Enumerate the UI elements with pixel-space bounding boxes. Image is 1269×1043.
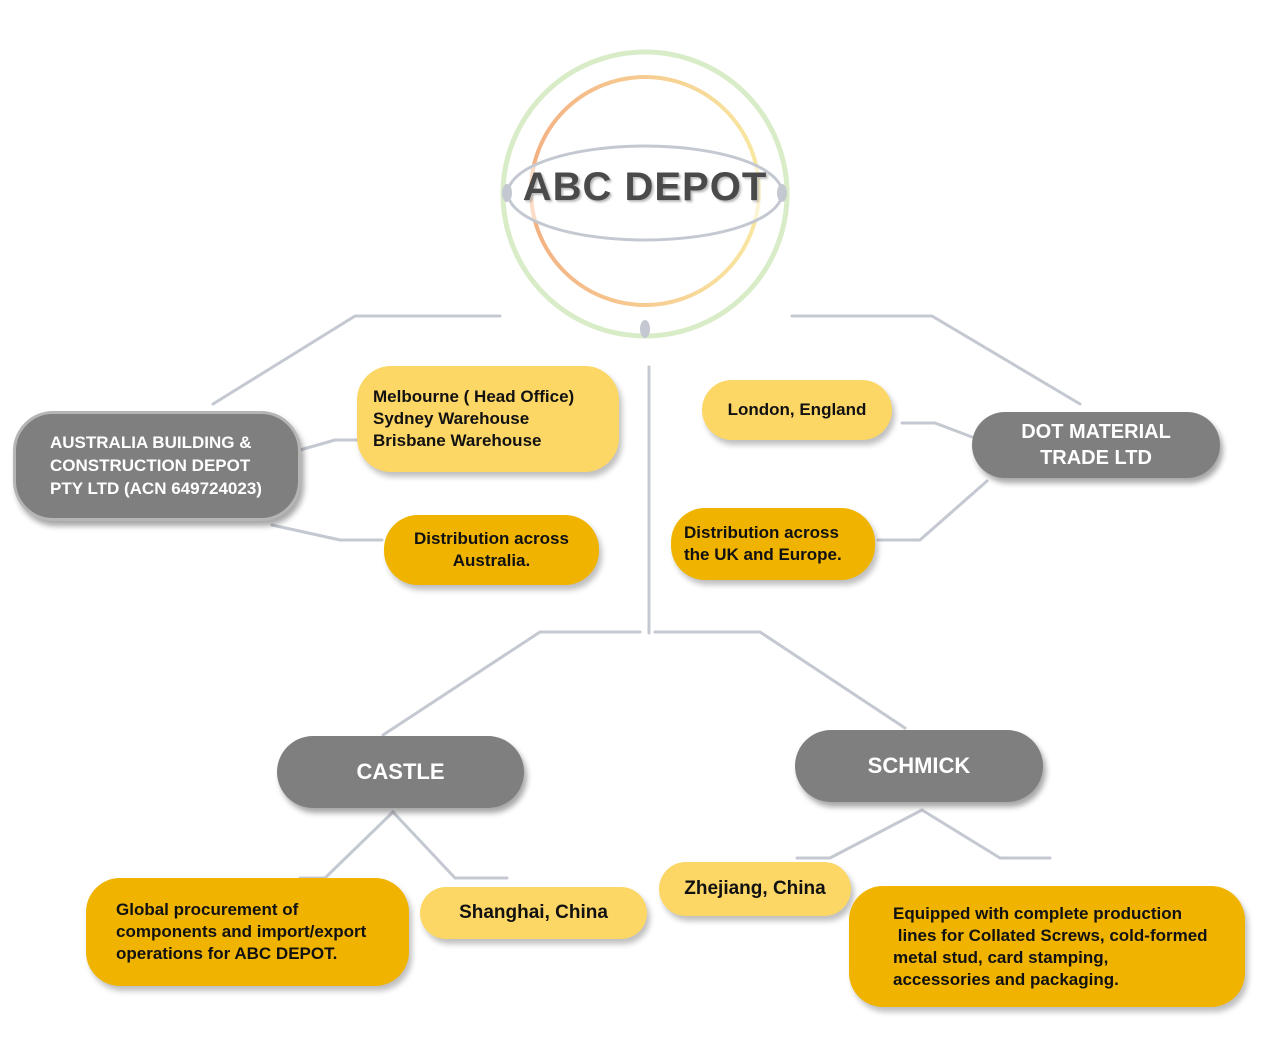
connector-center-to-dot — [790, 314, 1082, 406]
company-dot-line-2: TRADE LTD — [1040, 446, 1152, 469]
ring-node-bottom — [640, 320, 650, 338]
ring-node-right — [777, 184, 787, 202]
castle-role-line-3: operations for ABC DEPOT. — [116, 944, 338, 963]
company-dot-line-1: DOT MATERIAL — [1021, 420, 1171, 443]
australia-distribution-box: Distribution across Australia. — [384, 515, 599, 585]
dot-distribution-box: Distribution across the UK and Europe. — [671, 508, 875, 580]
company-australia-line-1: AUSTRALIA BUILDING & — [50, 433, 252, 452]
castle-role-line-1: Global procurement of — [116, 900, 299, 919]
australia-location-brisbane: Brisbane Warehouse — [373, 431, 542, 450]
australia-location-sydney: Sydney Warehouse — [373, 409, 530, 428]
ring-node-left — [502, 184, 512, 202]
company-australia-line-2: CONSTRUCTION DEPOT — [50, 456, 251, 475]
dot-location-text: London, England — [727, 400, 867, 419]
connector-australia-to-locations — [298, 438, 362, 452]
australia-locations-box: Melbourne ( Head Office) Sydney Warehous… — [357, 366, 619, 472]
schmick-capability-line-4: accessories and packaging. — [893, 969, 1119, 989]
dot-location-box: London, England — [702, 380, 892, 440]
connector-trunk-to-schmick — [653, 630, 907, 730]
castle-role-line-2: components and import/export — [116, 922, 367, 941]
company-castle: CASTLE — [277, 736, 524, 808]
australia-location-melbourne: Melbourne ( Head Office) — [373, 387, 575, 406]
castle-role-box: Global procurement of components and imp… — [86, 878, 409, 986]
schmick-capability-line-1: Equipped with complete production — [893, 903, 1182, 923]
connector-castle-to-shanghai — [391, 810, 509, 880]
dot-distribution-line-1: Distribution across — [684, 523, 839, 542]
company-australia-building: AUSTRALIA BUILDING & CONSTRUCTION DEPOT … — [13, 411, 301, 521]
connector-australia-to-distribution — [270, 523, 384, 542]
company-castle-name: CASTLE — [356, 759, 445, 784]
connector-dot-to-london — [900, 421, 974, 439]
australia-distribution-line-2: Australia. — [452, 551, 531, 570]
connector-trunk-to-castle — [381, 630, 642, 737]
connector-dot-to-distribution — [876, 479, 989, 542]
schmick-location-text: Zhejiang, China — [684, 878, 826, 899]
connector-schmick-to-zhejiang — [795, 808, 924, 860]
company-schmick: SCHMICK — [795, 730, 1043, 802]
connector-castle-to-role — [298, 810, 395, 880]
connector-center-to-australia — [211, 314, 502, 406]
company-schmick-name: SCHMICK — [867, 753, 971, 778]
castle-location-box: Shanghai, China — [420, 887, 647, 939]
company-dot-material: DOT MATERIAL TRADE LTD — [972, 412, 1220, 478]
central-title: ABC DEPOT — [522, 165, 768, 209]
company-australia-line-3: PTY LTD (ACN 649724023) — [50, 479, 262, 498]
castle-location-text: Shanghai, China — [459, 902, 608, 923]
connector-schmick-to-capabilities — [920, 808, 1052, 860]
dot-distribution-line-2: the UK and Europe. — [684, 545, 842, 564]
schmick-capability-line-2: lines for Collated Screws, cold-formed — [893, 925, 1208, 945]
schmick-location-box: Zhejiang, China — [659, 862, 851, 916]
australia-distribution-line-1: Distribution across — [414, 529, 569, 548]
schmick-capabilities-box: Equipped with complete production lines … — [849, 886, 1245, 1007]
schmick-capability-line-3: metal stud, card stamping, — [893, 947, 1109, 967]
